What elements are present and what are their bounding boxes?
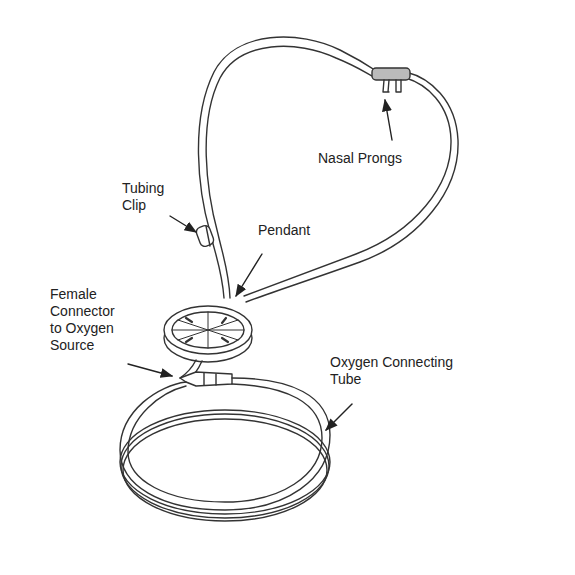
part-label: Female Connector to Oxygen Source — [50, 286, 128, 354]
part-label: Pendant — [258, 222, 338, 239]
part-label: Nasal Prongs — [318, 150, 438, 167]
part-label: Oxygen Connecting Tube — [330, 354, 480, 388]
part-label: Tubing Clip — [122, 180, 182, 214]
